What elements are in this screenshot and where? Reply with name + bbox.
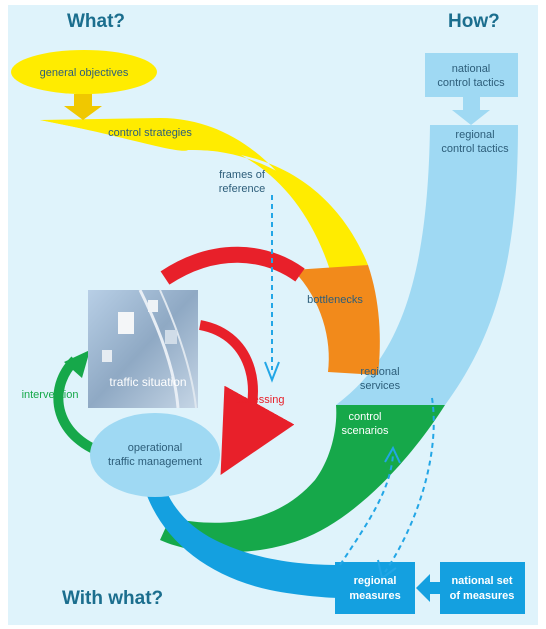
- national-control-tactics-box: [425, 53, 518, 97]
- label-control-scenarios-1: control: [348, 411, 381, 423]
- label-bottlenecks: bottlenecks: [307, 294, 363, 306]
- label-general-objectives: general objectives: [40, 67, 129, 79]
- label-operational: operational: [128, 442, 182, 454]
- label-control-tactics-national: control tactics: [437, 77, 505, 89]
- general-objectives-ellipse: [11, 50, 157, 94]
- down-arrow-icon: [452, 97, 490, 125]
- up-arrow-icon: [64, 350, 90, 378]
- regional-services-band: [336, 125, 518, 405]
- down-arrow-icon: [64, 94, 102, 120]
- label-intervention: intervention: [22, 389, 79, 401]
- label-national-set-2: of measures: [450, 590, 515, 602]
- heading-how: How?: [448, 11, 500, 32]
- heading-what: What?: [67, 11, 125, 32]
- label-control-scenarios-2: scenarios: [341, 425, 389, 437]
- label-regional-services-2: services: [360, 380, 401, 392]
- label-regional: regional: [455, 129, 494, 141]
- label-regional-measures-2: measures: [349, 590, 400, 602]
- regional-measures-box: [335, 562, 415, 614]
- red-arc-top: [160, 246, 305, 285]
- label-control-tactics-regional: control tactics: [441, 143, 509, 155]
- regional-measures-band: [140, 470, 380, 598]
- label-national: national: [452, 63, 491, 75]
- label-traffic-management: traffic management: [108, 456, 202, 468]
- label-reference: reference: [219, 183, 265, 195]
- label-national-set-1: national set: [451, 575, 512, 587]
- label-control-strategies: control strategies: [108, 127, 192, 139]
- heading-with-what: With what?: [62, 588, 163, 609]
- label-regional-services-1: regional: [360, 366, 399, 378]
- bottlenecks-band: [293, 265, 380, 375]
- traffic-photo: [88, 289, 198, 409]
- regional-measures-up-arrow: [339, 454, 394, 566]
- regional-services-down-arrow: [384, 397, 435, 573]
- assessing-arrow: [198, 320, 295, 475]
- national-set-of-measures-box: [440, 562, 525, 614]
- label-traffic-situation: traffic situation: [109, 375, 186, 389]
- label-frames-of: frames of: [219, 169, 266, 181]
- control-scenarios-band: [160, 405, 445, 553]
- left-arrow-icon: [416, 574, 440, 602]
- operational-traffic-management-ellipse: [90, 413, 220, 497]
- label-regional-measures-1: regional: [354, 575, 397, 587]
- label-assessing: assessing: [236, 394, 285, 406]
